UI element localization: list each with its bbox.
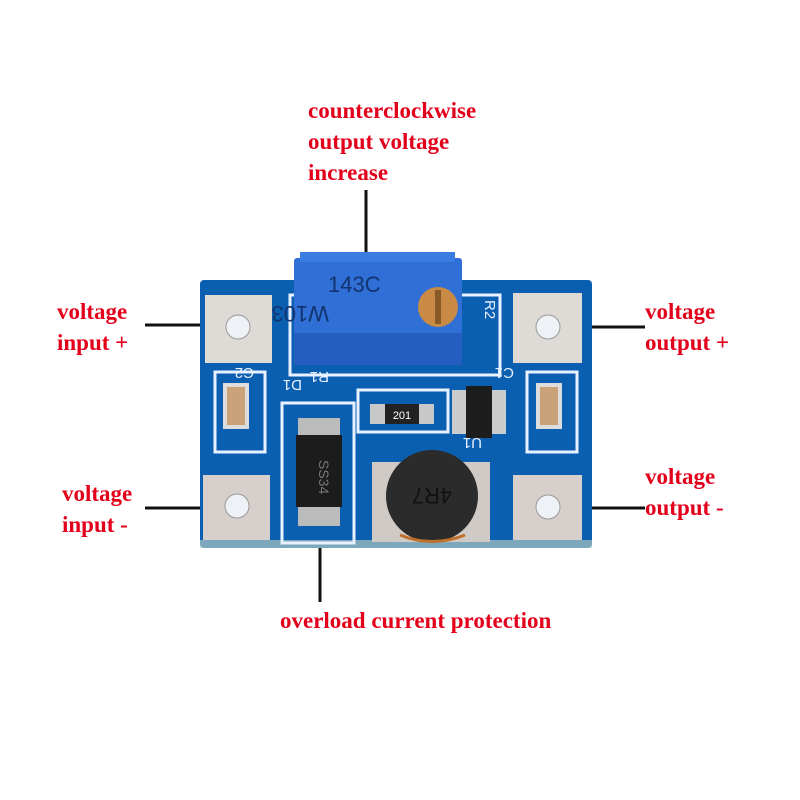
- label-voltage-output-plus: voltage output +: [645, 296, 729, 358]
- svg-text:143C: 143C: [328, 272, 381, 297]
- label-line: voltage: [645, 299, 716, 324]
- svg-text:201: 201: [393, 410, 411, 422]
- label-voltage-input-minus: voltage input -: [62, 478, 132, 540]
- label-line: output +: [645, 330, 730, 355]
- label-voltage-input-plus: voltage input +: [57, 296, 128, 358]
- svg-text:R2: R2: [481, 300, 498, 319]
- label-line: input +: [57, 330, 129, 355]
- ic-u1: [452, 386, 506, 438]
- label-line: voltage: [62, 481, 133, 506]
- label-line: output -: [645, 495, 724, 520]
- inductor: 4R7: [372, 450, 490, 543]
- diode-ss34: SS34: [296, 418, 342, 526]
- potentiometer: 143C W103: [272, 252, 462, 365]
- svg-text:W103: W103: [272, 301, 329, 326]
- label-voltage-output-minus: voltage output -: [645, 461, 724, 523]
- label-potentiometer: counterclockwise output voltage increase: [308, 95, 476, 188]
- pads: [203, 293, 582, 540]
- label-overload-protection: overload current protection: [280, 608, 552, 633]
- svg-text:C1: C1: [495, 364, 514, 381]
- label-line: voltage: [645, 464, 716, 489]
- svg-text:SS34: SS34: [316, 460, 332, 494]
- svg-text:C2: C2: [235, 364, 254, 381]
- capacitor-c1: [536, 383, 562, 429]
- capacitor-c2: [223, 383, 249, 429]
- label-line: voltage: [57, 299, 128, 324]
- label-line: output voltage: [308, 129, 450, 154]
- svg-text:R1: R1: [310, 368, 329, 385]
- svg-text:4R7: 4R7: [412, 483, 452, 508]
- svg-text:U1: U1: [463, 434, 482, 451]
- label-line: input -: [62, 512, 128, 537]
- svg-text:D1: D1: [283, 376, 302, 393]
- label-line: increase: [308, 160, 389, 185]
- label-line: counterclockwise: [308, 98, 477, 123]
